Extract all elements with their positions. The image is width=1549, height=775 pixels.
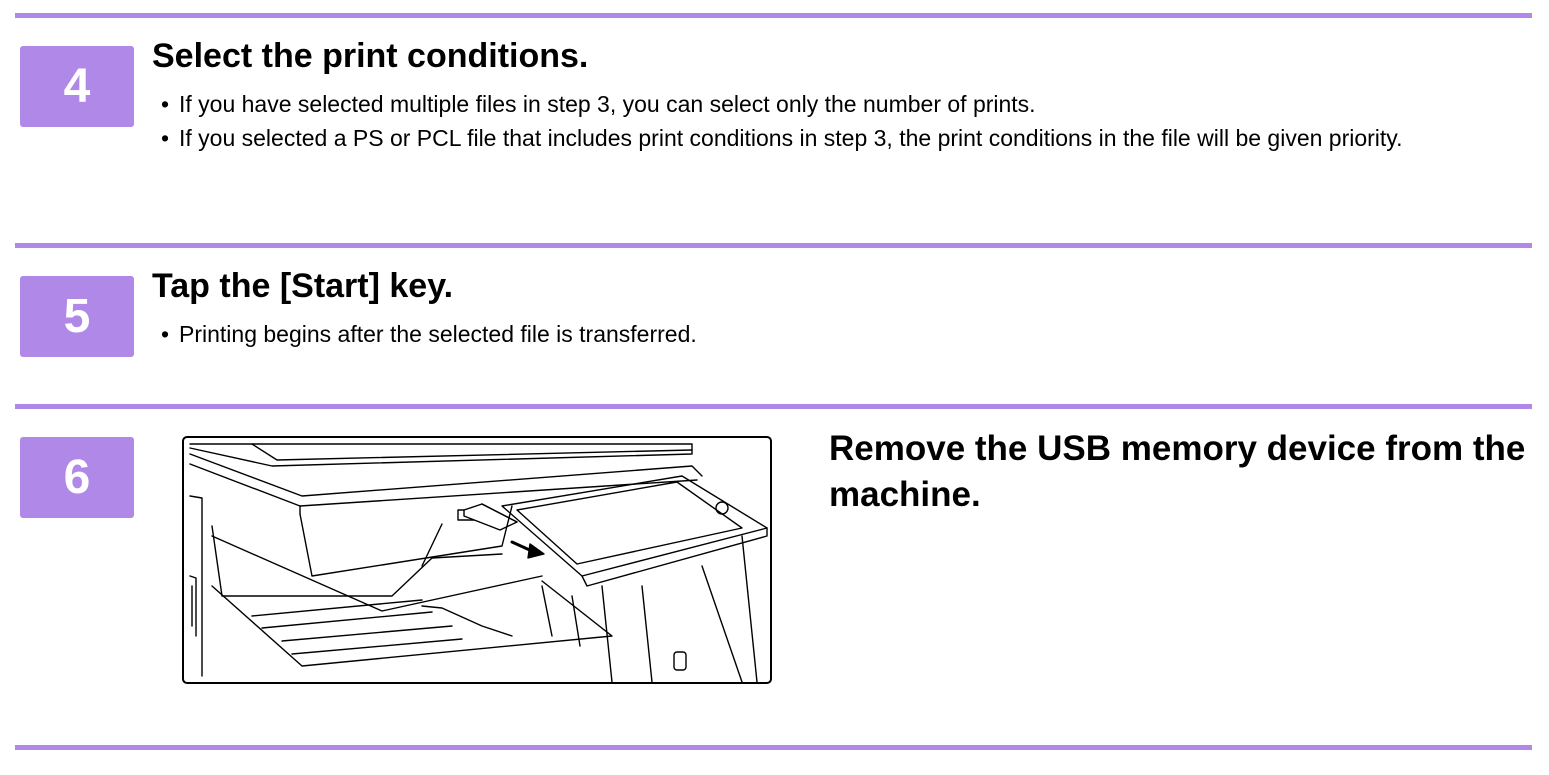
step-4-bullet-1: If you have selected multiple files in s… — [157, 87, 1497, 121]
control-panel-outline — [501, 475, 768, 577]
arrow-icon — [527, 543, 545, 559]
step-4-title: Select the print conditions. — [152, 37, 589, 75]
divider-top — [15, 13, 1532, 18]
usb-removal-illustration — [182, 436, 772, 684]
usb-stick-icon — [463, 503, 518, 531]
step-4-badge: 4 — [20, 46, 134, 127]
divider-bottom — [15, 745, 1532, 750]
step-6-title: Remove the USB memory device from the ma… — [829, 429, 1526, 514]
step-5-badge: 5 — [20, 276, 134, 357]
step-5-title: Tap the [Start] key. — [152, 267, 454, 305]
divider-step-6 — [15, 404, 1532, 409]
step-5-bullet-1: Printing begins after the selected file … — [157, 317, 1497, 351]
divider-step-5 — [15, 243, 1532, 248]
step-4-bullets: If you have selected multiple files in s… — [157, 87, 1497, 155]
touch-screen — [516, 481, 743, 565]
step-4-bullet-2: If you selected a PS or PCL file that in… — [157, 121, 1497, 155]
step-6-badge: 6 — [20, 437, 134, 518]
step-5-bullets: Printing begins after the selected file … — [157, 317, 1497, 351]
